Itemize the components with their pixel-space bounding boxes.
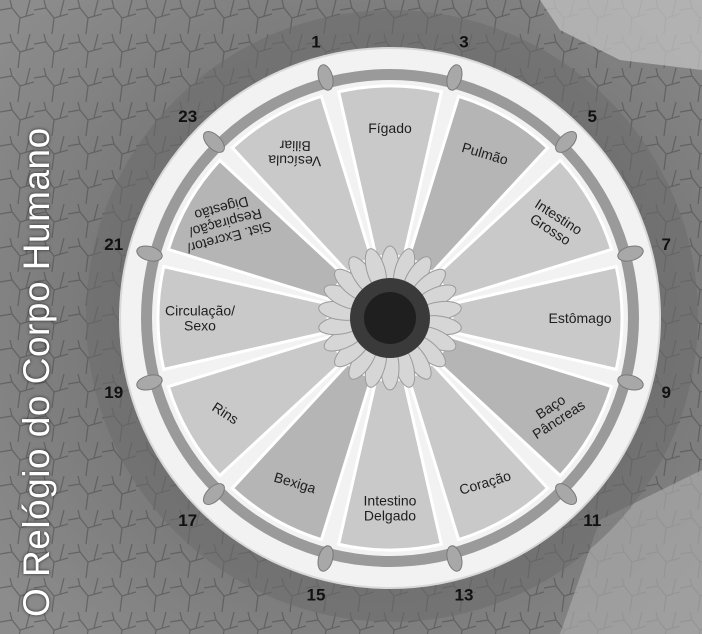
hour-label: 9 [662, 383, 671, 402]
hour-label: 21 [104, 235, 123, 254]
organ-label: IntestinoDelgado [364, 493, 417, 524]
hour-label: 17 [178, 511, 197, 530]
hour-label: 23 [178, 107, 197, 126]
organ-label: Estômago [548, 310, 611, 326]
hour-label: 5 [587, 107, 596, 126]
hour-label: 3 [459, 33, 468, 52]
organ-name: Delgado [364, 508, 416, 524]
organ-name: Fígado [368, 120, 412, 136]
sunflower-core [364, 292, 416, 344]
hour-label: 1 [311, 33, 320, 52]
hour-label: 15 [307, 585, 326, 604]
organ-name: Circulação/ [165, 303, 235, 319]
hour-label: 19 [104, 383, 123, 402]
organ-name: Biliar [279, 138, 311, 155]
hour-label: 11 [583, 511, 601, 530]
organ-label: Fígado [368, 120, 412, 136]
hour-label: 7 [662, 235, 671, 254]
organ-name: Intestino [364, 493, 417, 509]
organ-name: Estômago [548, 310, 611, 326]
hour-label: 13 [455, 585, 474, 604]
organ-name: Sexo [184, 318, 216, 334]
